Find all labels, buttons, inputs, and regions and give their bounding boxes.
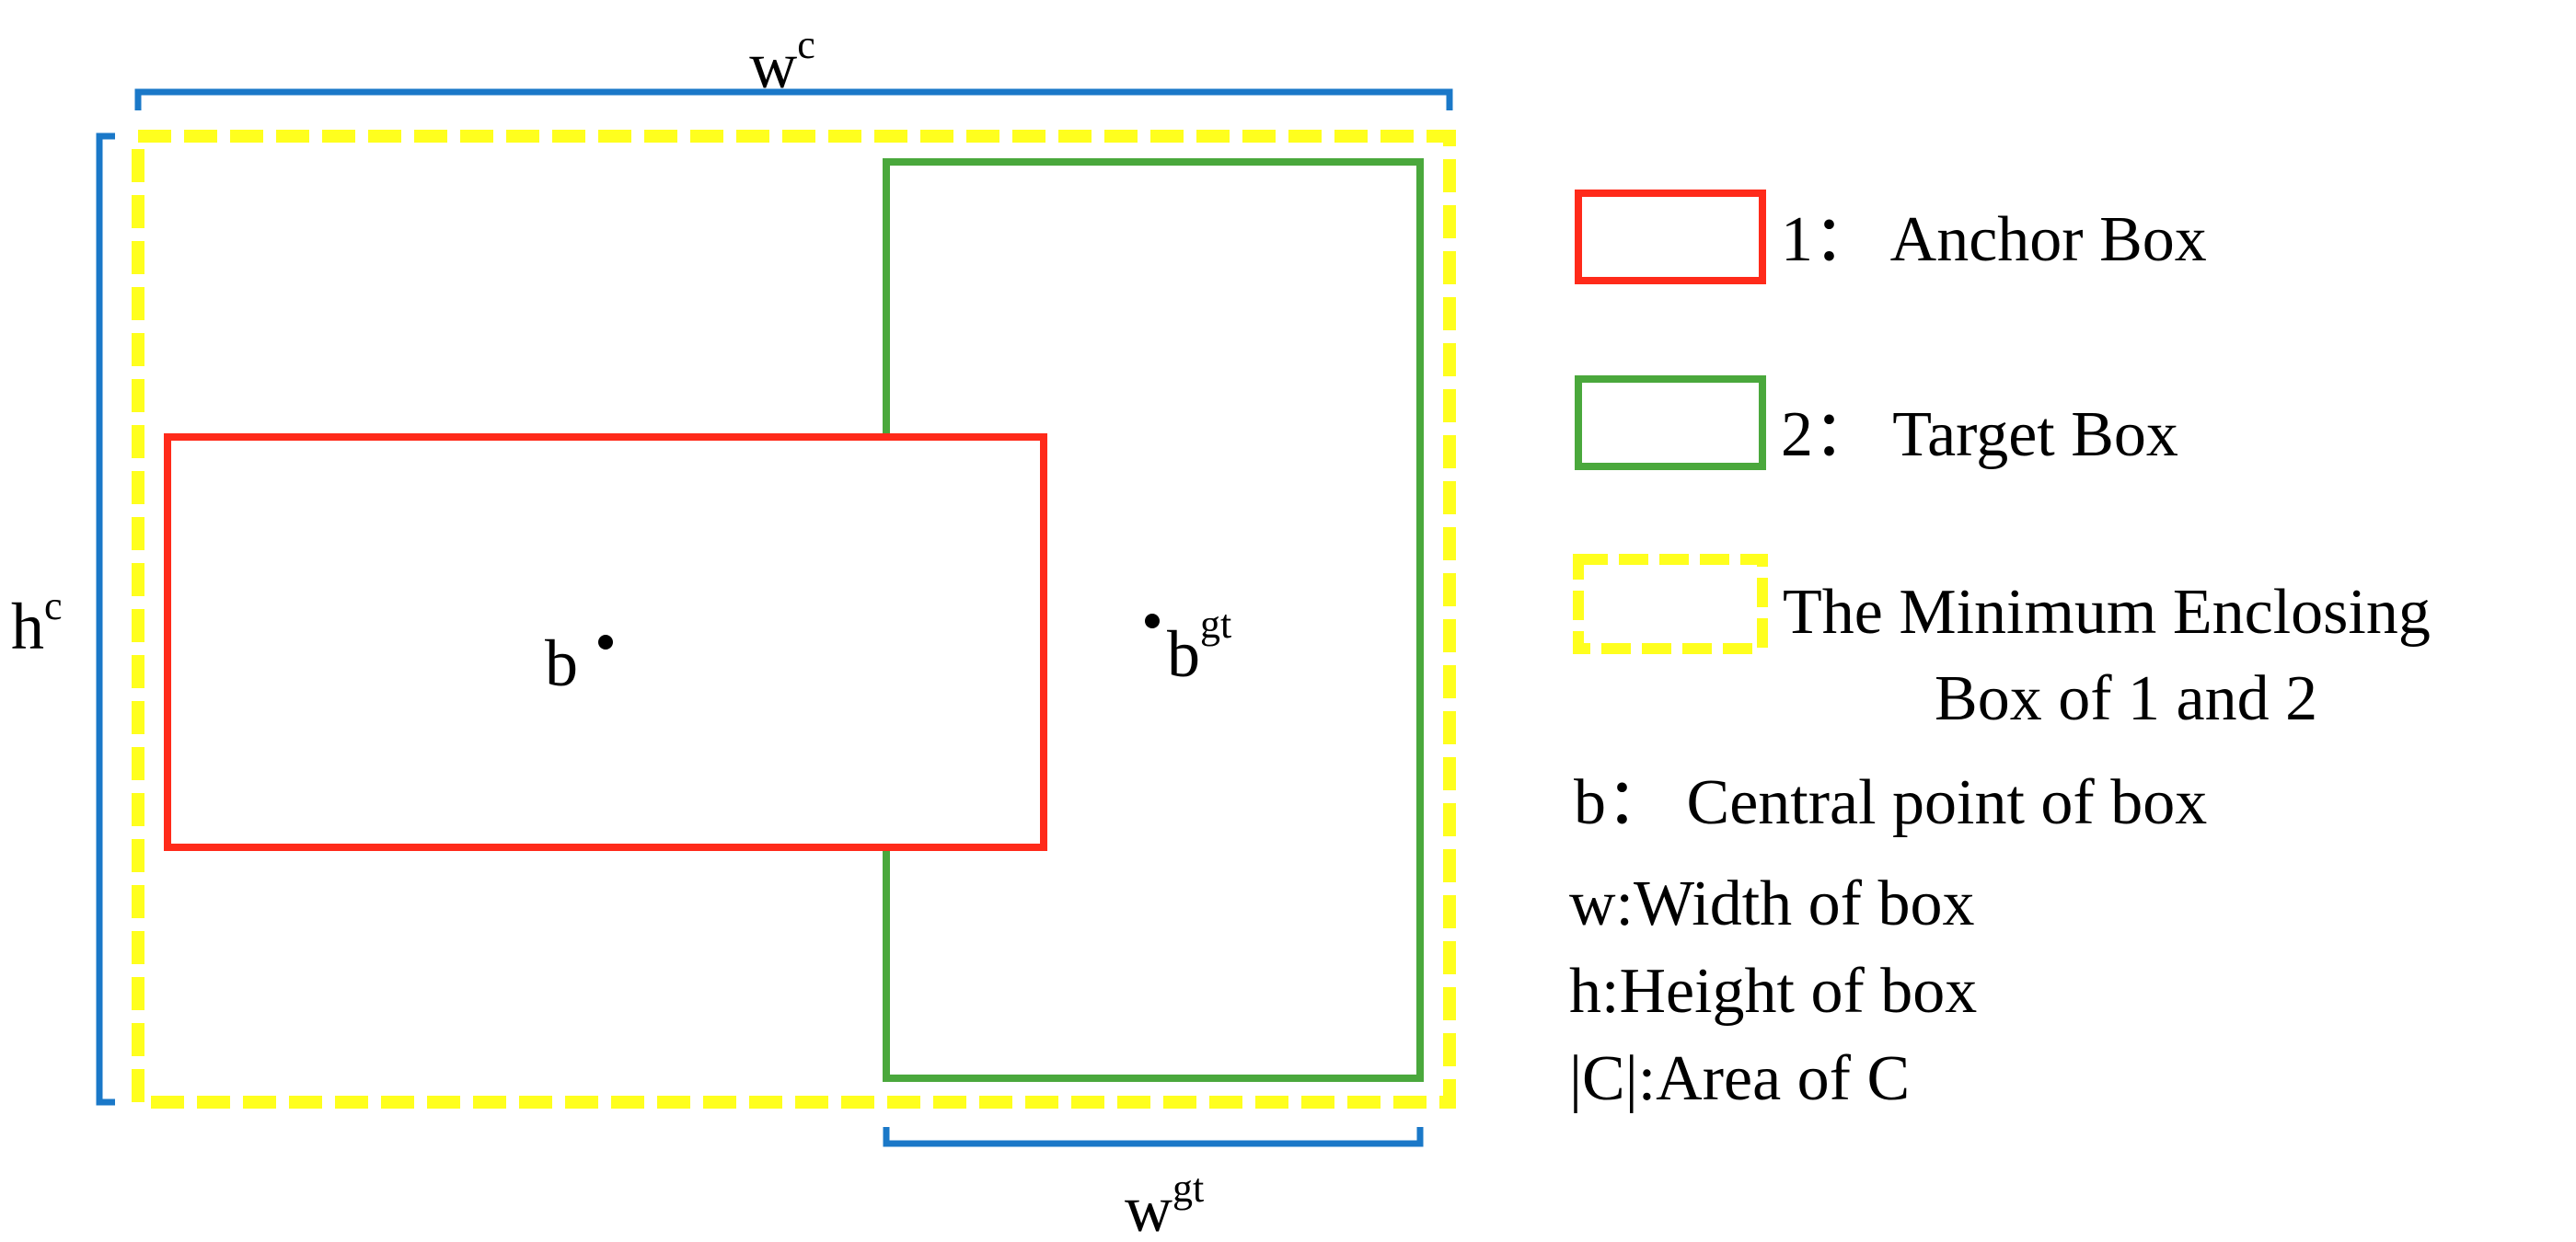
legend-target-swatch — [1575, 375, 1766, 470]
anchor-center-label: b — [545, 627, 578, 700]
definition-b: b： Central point of box — [1574, 767, 2207, 838]
definition-w: w:Width of box — [1569, 868, 1974, 939]
definition-h: h:Height of box — [1569, 956, 1977, 1027]
legend-enclosing-label-line2: Box of 1 and 2 — [1935, 663, 2317, 734]
height-c-bracket — [96, 132, 115, 1106]
anchor-center-point — [598, 635, 613, 650]
width-gt-bracket — [883, 1127, 1424, 1147]
width-c-label: wc — [749, 22, 815, 102]
target-center-label: bgt — [1167, 602, 1231, 691]
legend-enclosing-label-line1: The Minimum Enclosing — [1783, 577, 2431, 648]
width-gt-label: wgt — [1125, 1166, 1204, 1237]
legend-target-label: 2： Target Box — [1781, 399, 2178, 470]
legend-enclosing-swatch — [1573, 554, 1768, 654]
legend-anchor-label: 1： Anchor Box — [1781, 204, 2207, 275]
definition-area-c: |C|:Area of C — [1569, 1043, 1910, 1114]
legend-anchor-swatch — [1575, 190, 1766, 284]
target-center-point — [1145, 614, 1160, 628]
height-c-label: hc — [11, 583, 63, 663]
enclosing-box — [132, 130, 1456, 1109]
width-c-bracket — [134, 88, 1453, 110]
